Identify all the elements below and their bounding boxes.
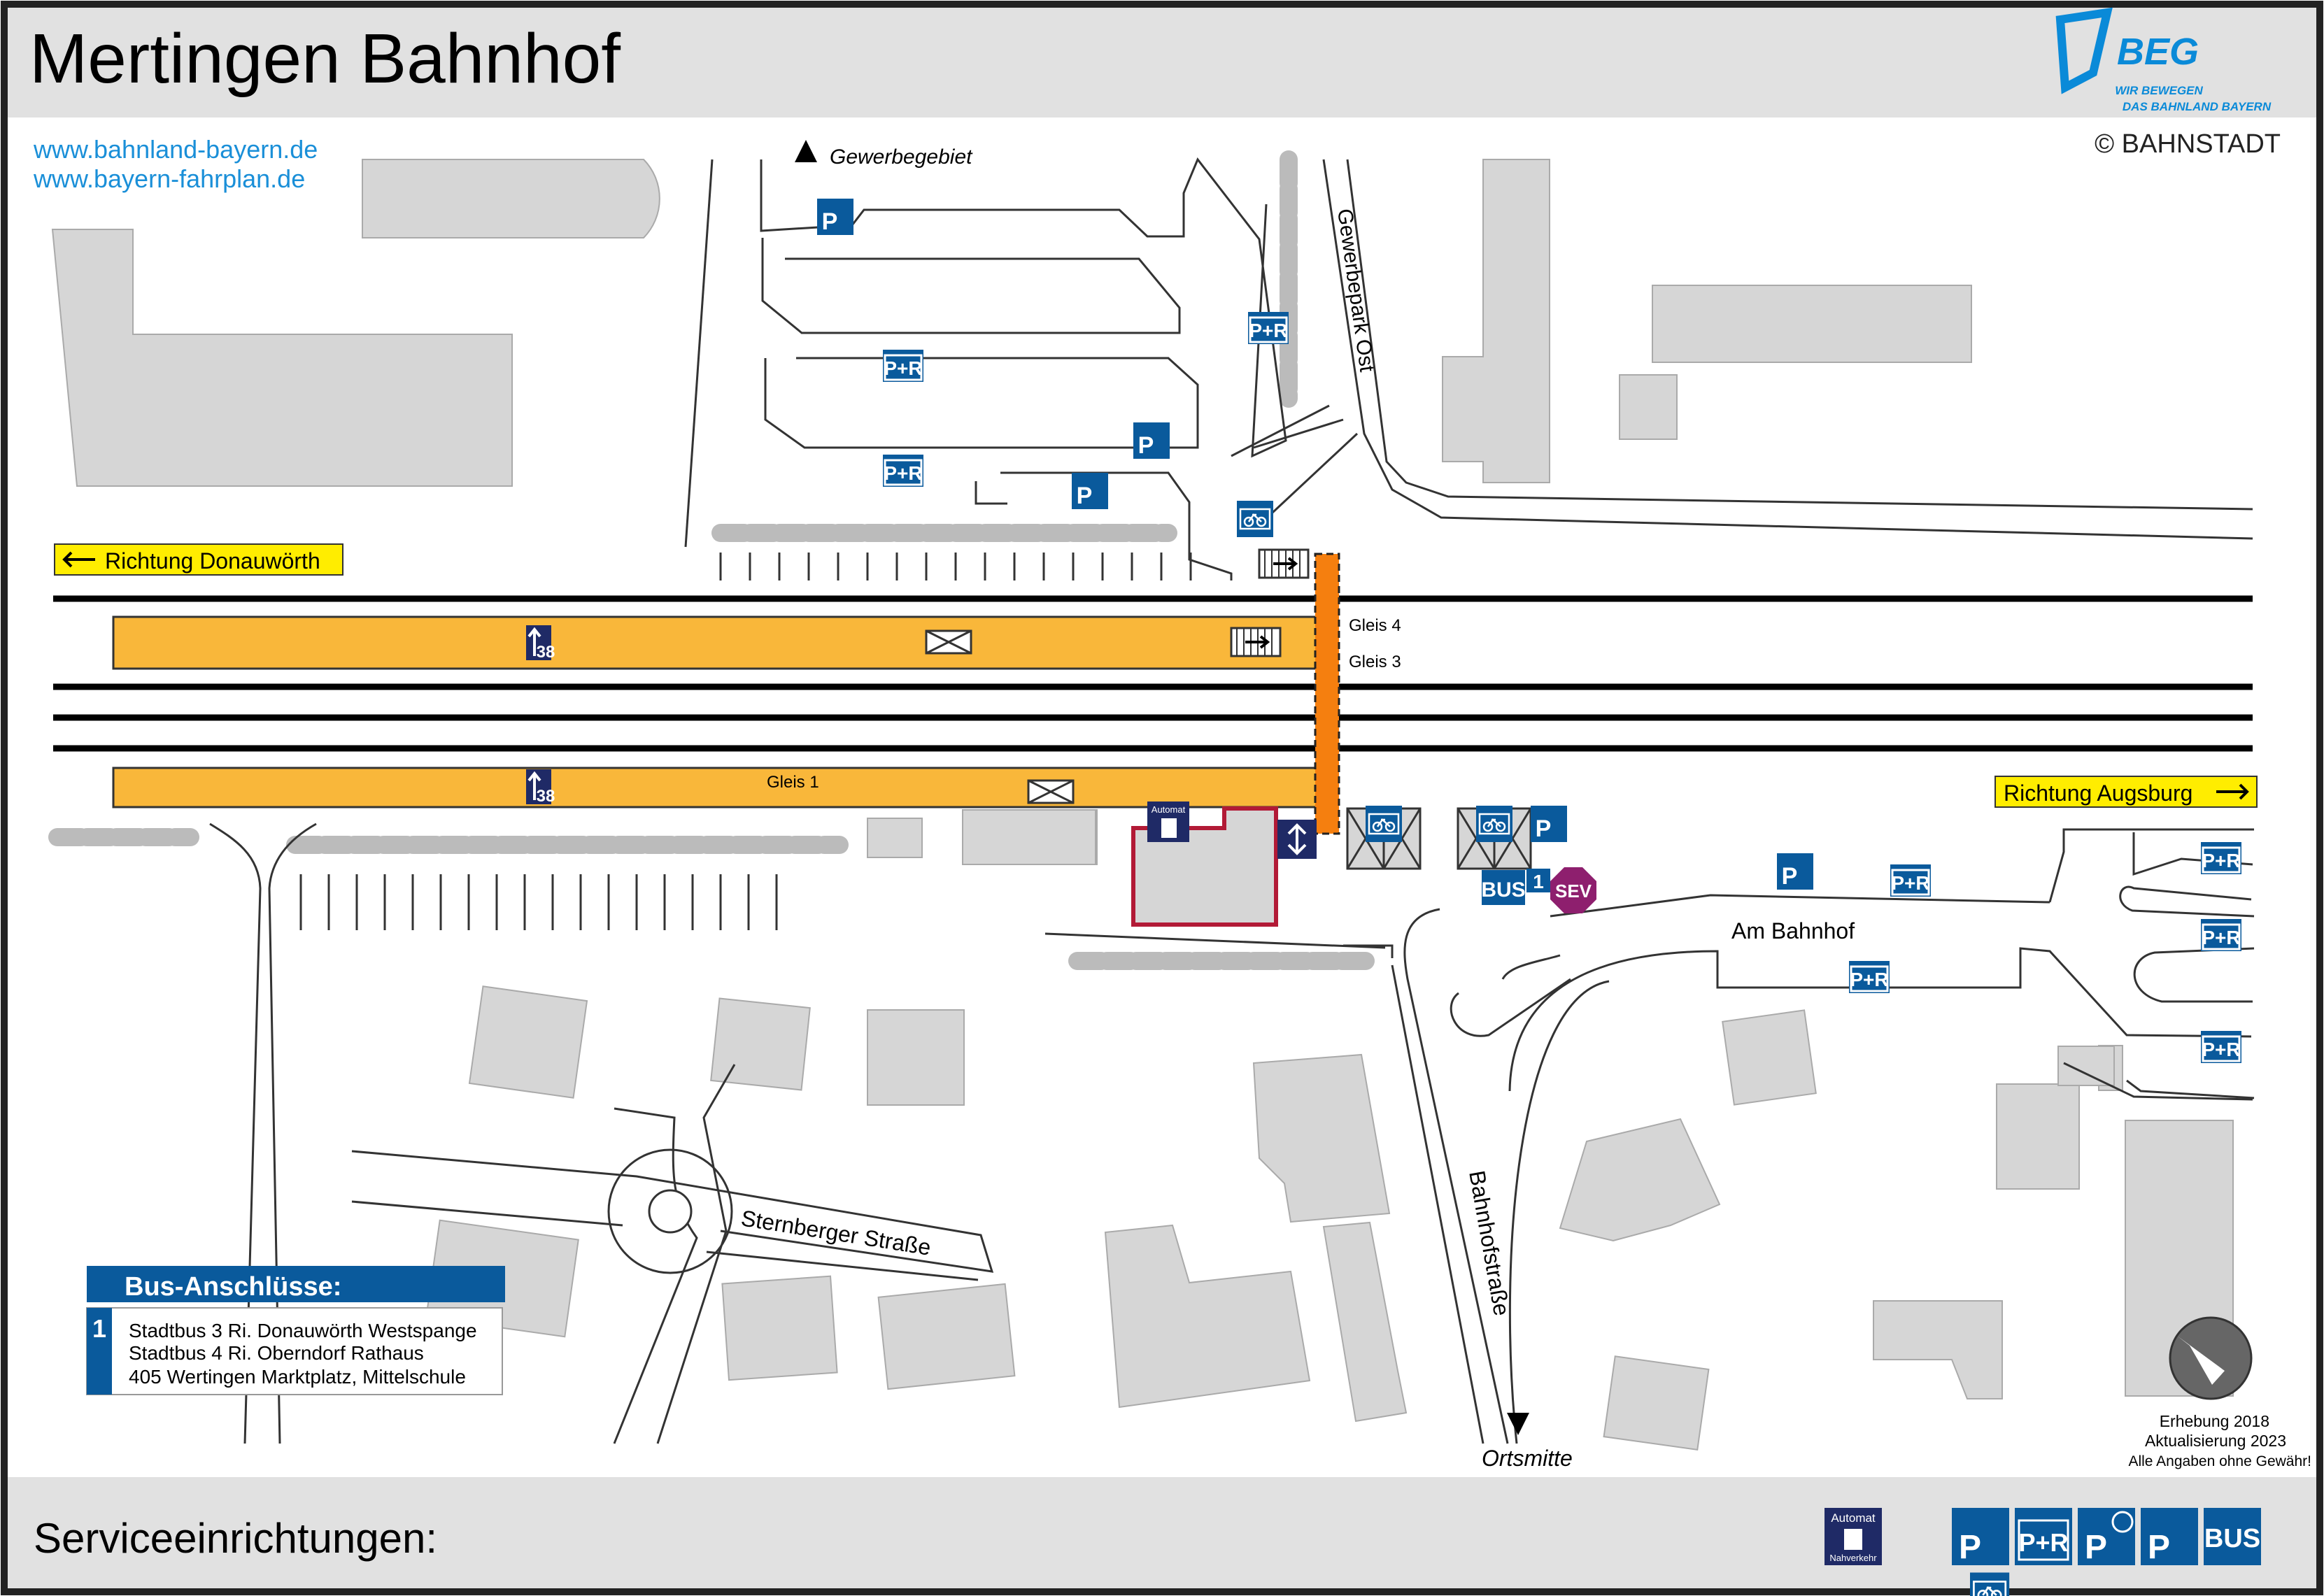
beg-logo: BEG WIR BEWEGEN DAS BAHNLAND BAYERN xyxy=(2055,7,2272,113)
legend-bus-icon xyxy=(2204,1508,2261,1565)
legend-ev-parking-icon xyxy=(2141,1508,2198,1565)
svg-text:BUS: BUS xyxy=(1481,878,1525,902)
svg-text:Richtung Augsburg: Richtung Augsburg xyxy=(2004,781,2192,806)
tracks xyxy=(53,595,2253,752)
svg-text:BEG: BEG xyxy=(2117,31,2199,73)
park-and-ride-icon[interactable] xyxy=(881,453,925,488)
roundabout xyxy=(607,1148,733,1274)
platform-gleis-3-4 xyxy=(112,615,1319,670)
service-legend: Automat Nahverkehr P P+R P P BUS xyxy=(1825,1508,2261,1596)
svg-text:P: P xyxy=(2085,1529,2107,1566)
platform-length-icon xyxy=(525,768,557,807)
svg-text:P: P xyxy=(1959,1529,1981,1566)
overpass-bridge xyxy=(1314,553,1340,835)
svg-text:P+R: P+R xyxy=(2018,1528,2068,1557)
shelter-icon xyxy=(925,629,972,655)
stairs-icon xyxy=(1230,627,1282,657)
survey-note: Erhebung 2018 xyxy=(2160,1412,2269,1430)
svg-text:DAS BAHNLAND BAYERN: DAS BAHNLAND BAYERN xyxy=(2123,100,2272,113)
platform-length-icon xyxy=(525,624,557,663)
copyright-text: © BAHNSTADT xyxy=(2095,129,2281,159)
svg-text:Nahverkehr: Nahverkehr xyxy=(1829,1553,1877,1563)
bike-parking-icon[interactable] xyxy=(1364,804,1403,843)
direction-west: Richtung Donauwörth xyxy=(54,543,343,576)
svg-text:Automat: Automat xyxy=(1152,804,1186,815)
bus-connections-box: Bus-Anschlüsse: 1 Stadtbus 3 Ri. Donauwö… xyxy=(86,1266,505,1395)
roads xyxy=(209,157,2255,1444)
park-and-ride-icon[interactable] xyxy=(881,348,925,383)
platform-gleis-1 xyxy=(112,767,1319,808)
park-and-ride-icon[interactable] xyxy=(1247,311,1290,345)
building-platform xyxy=(962,809,1096,865)
stairs-icon xyxy=(1258,548,1310,579)
street-bahnhofstrasse: Bahnhofstraße xyxy=(1464,1169,1515,1318)
park-and-ride-icon[interactable] xyxy=(1848,960,1891,995)
link-bahnland[interactable]: www.bahnland-bayern.de xyxy=(33,135,318,164)
roundabout-island xyxy=(648,1189,693,1234)
bus-stop-icon[interactable]: BUS 1 xyxy=(1481,869,1550,905)
sev-icon[interactable]: SEV xyxy=(1550,867,1596,913)
link-fahrplan[interactable]: www.bayern-fahrplan.de xyxy=(33,164,305,193)
disclaimer-note: Alle Angaben ohne Gewähr! xyxy=(2128,1453,2311,1469)
north-arrow xyxy=(795,140,817,162)
direction-east: Richtung Augsburg xyxy=(1994,776,2258,808)
hedges xyxy=(48,150,1380,970)
park-and-ride-icon[interactable] xyxy=(2199,841,2243,876)
street-sternberger: Sternberger Straße xyxy=(739,1205,933,1260)
svg-text:Stadtbus 4 Ri. Oberndorf Ratha: Stadtbus 4 Ri. Oberndorf Rathaus xyxy=(129,1342,424,1364)
svg-text:Stadtbus 3 Ri. Donauwörth West: Stadtbus 3 Ri. Donauwörth Westspange xyxy=(129,1320,477,1341)
svg-text:1: 1 xyxy=(1533,871,1544,892)
south-arrow xyxy=(1507,1413,1529,1435)
parking-stripes xyxy=(299,553,1192,930)
park-and-ride-icon[interactable] xyxy=(2199,918,2243,953)
direction-north: Gewerbegebiet xyxy=(830,145,973,169)
street-gewerbepark: Gewerbepark Ost xyxy=(1333,207,1378,373)
service-label: Serviceeinrichtungen: xyxy=(34,1515,437,1562)
svg-text:WIR BEWEGEN: WIR BEWEGEN xyxy=(2115,84,2203,97)
label-gleis-1: Gleis 1 xyxy=(767,773,819,792)
bike-parking-icon[interactable] xyxy=(1235,499,1275,539)
compass-icon xyxy=(2169,1316,2253,1400)
legend-short-term-parking-icon xyxy=(2078,1508,2135,1565)
svg-text:SEV: SEV xyxy=(1555,881,1592,902)
bike-parking-icon[interactable] xyxy=(1475,804,1514,843)
disabled-parking-icon[interactable] xyxy=(1777,853,1813,890)
buildings xyxy=(51,159,2234,1451)
header-bar xyxy=(4,4,2320,117)
disabled-parking-icon[interactable] xyxy=(1133,422,1170,459)
legend-pr-icon xyxy=(2015,1508,2072,1565)
svg-text:1: 1 xyxy=(92,1314,106,1343)
footer-bar xyxy=(4,1477,2320,1592)
legend-disabled-parking-icon xyxy=(1952,1508,2009,1565)
svg-text:405 Wertingen Marktplatz, Mitt: 405 Wertingen Marktplatz, Mittelschule xyxy=(129,1366,466,1388)
elevator-icon[interactable] xyxy=(1277,820,1317,859)
page-title: Mertingen Bahnhof xyxy=(29,20,621,98)
svg-text:Bus-Anschlüsse:: Bus-Anschlüsse: xyxy=(125,1272,341,1302)
label-gleis-3: Gleis 3 xyxy=(1349,653,1401,671)
ev-charging-parking-icon[interactable] xyxy=(817,199,853,235)
direction-south: Ortsmitte xyxy=(1482,1446,1573,1471)
short-term-parking-icon[interactable] xyxy=(1072,473,1108,509)
svg-text:Richtung Donauwörth: Richtung Donauwörth xyxy=(105,548,320,573)
shelter-icon xyxy=(1027,779,1075,804)
street-am-bahnhof: Am Bahnhof xyxy=(1731,918,1855,943)
svg-text:BUS: BUS xyxy=(2204,1524,2260,1553)
svg-text:P: P xyxy=(2148,1529,2170,1566)
park-and-ride-icon[interactable] xyxy=(2199,1029,2243,1064)
update-note: Aktualisierung 2023 xyxy=(2145,1432,2286,1450)
motorbike-parking-icon[interactable] xyxy=(1531,806,1567,842)
svg-text:Automat: Automat xyxy=(1831,1511,1876,1525)
label-gleis-4: Gleis 4 xyxy=(1349,616,1401,635)
park-and-ride-icon[interactable] xyxy=(1889,863,1932,898)
ticket-machine-icon[interactable]: Automat xyxy=(1147,801,1189,842)
